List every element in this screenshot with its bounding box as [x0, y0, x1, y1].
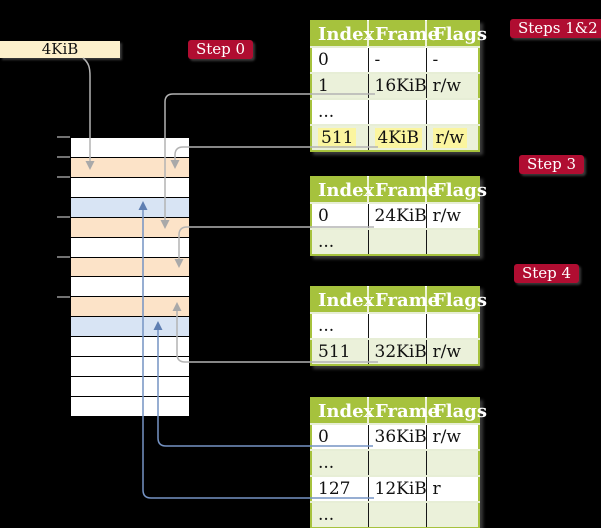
table-cell: ... [311, 449, 369, 476]
table-row: ... [311, 449, 479, 476]
table-cell: 511 [311, 124, 369, 151]
column-header: Index [311, 398, 374, 424]
memory-cell-white [71, 357, 189, 378]
table-cell [426, 98, 479, 125]
table-cell: 0 [311, 423, 369, 450]
table-cell: 12KiB [368, 475, 427, 502]
memory-cell-blue [71, 197, 189, 218]
memory-cell-white [71, 396, 189, 416]
column-header: Index [311, 287, 374, 313]
column-header: Flags [426, 287, 487, 313]
table-cell [368, 98, 427, 125]
badge-step-0: Step 0 [188, 40, 254, 59]
table-cell [426, 449, 479, 476]
physical-memory-stack [70, 137, 190, 417]
table-row: 511 4KiB r/w [311, 124, 479, 151]
memory-cell-white [71, 177, 189, 198]
table-cell: 0 [311, 202, 369, 229]
badge-step-4: Step 4 [514, 264, 580, 283]
table-cell [368, 312, 427, 339]
table-cell [426, 228, 479, 255]
memory-cell-orange [71, 257, 189, 278]
badge-steps-1-2: Steps 1&2 [510, 19, 601, 38]
table-cell: r/w [426, 72, 479, 99]
table-row: 0-- [311, 46, 479, 73]
table-cell: 24KiB [368, 202, 427, 229]
column-header: Frame [368, 21, 439, 47]
table-cell [426, 501, 479, 528]
memory-cell-orange [71, 297, 189, 318]
table-cell [426, 312, 479, 339]
column-header: Frame [368, 287, 439, 313]
table-row: ... [311, 228, 479, 255]
frame-size-label: 4KiB [0, 41, 120, 58]
memory-cell-orange [71, 157, 189, 178]
table-row: ... [311, 501, 479, 528]
table-cell: 4KiB [368, 124, 427, 151]
badge-step-3: Step 3 [519, 155, 585, 174]
memory-cell-blue [71, 317, 189, 338]
table-cell: r [426, 475, 479, 502]
memory-cell-white [71, 277, 189, 298]
column-header: Frame [368, 398, 439, 424]
column-header: Flags [426, 21, 487, 47]
memory-cell-white [71, 138, 189, 158]
table-cell: 511 [311, 338, 369, 365]
table-cell: 1 [311, 72, 369, 99]
table-cell: r/w [426, 338, 479, 365]
table-cell [368, 449, 427, 476]
column-header: Index [311, 21, 374, 47]
table-cell: ... [311, 312, 369, 339]
table-cell: r/w [426, 202, 479, 229]
highlighted-value: 511 [318, 128, 357, 148]
table-cell [368, 228, 427, 255]
table-cell: ... [311, 228, 369, 255]
table-cell: ... [311, 98, 369, 125]
table-cell: r/w [426, 423, 479, 450]
table-cell [368, 501, 427, 528]
frame-boundary-ticks [57, 136, 70, 298]
column-header: Frame [368, 177, 439, 203]
highlighted-value: 4KiB [374, 128, 422, 148]
table-cell: ... [311, 501, 369, 528]
memory-cell-white [71, 237, 189, 258]
table-cell: 16KiB [368, 72, 427, 99]
table-cell: 36KiB [368, 423, 427, 450]
table-row: ... [311, 312, 479, 339]
memory-cell-orange [71, 217, 189, 238]
table-cell: 32KiB [368, 338, 427, 365]
memory-cell-white [71, 337, 189, 358]
column-header: Flags [426, 398, 487, 424]
table-cell: 127 [311, 475, 369, 502]
highlighted-value: r/w [432, 128, 467, 148]
table-cell: - [368, 46, 427, 73]
table-cell: 0 [311, 46, 369, 73]
table-cell: - [426, 46, 479, 73]
column-header: Flags [426, 177, 487, 203]
table-row: ... [311, 98, 479, 125]
memory-cell-white [71, 377, 189, 397]
column-header: Index [311, 177, 374, 203]
table-cell: r/w [426, 124, 479, 151]
